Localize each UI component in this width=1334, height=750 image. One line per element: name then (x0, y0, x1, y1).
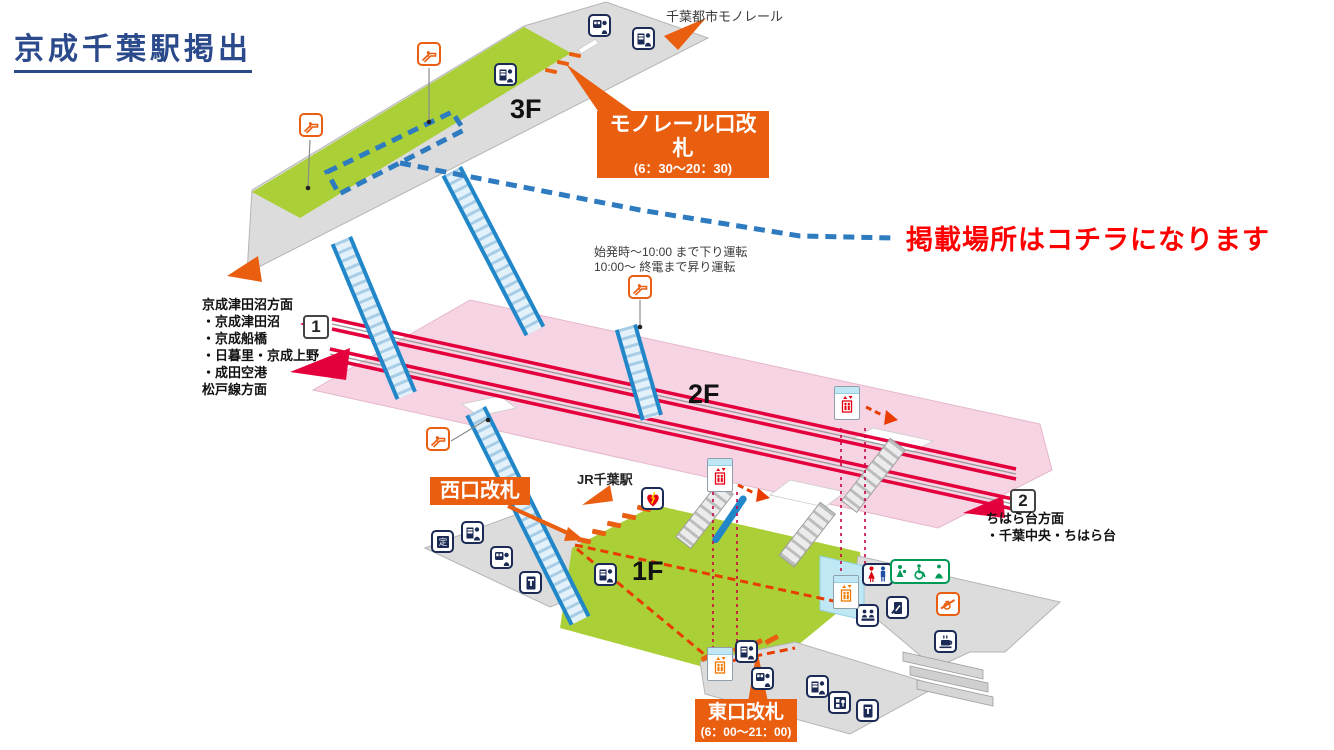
destination-line: 京成津田沼方面 (202, 297, 294, 312)
f3-slit (577, 38, 599, 55)
wheelchair-access-icon (914, 563, 926, 580)
west-gate-label: 西口改札 (430, 477, 530, 505)
monorail-gate-name: モノレール口改札 (609, 113, 757, 160)
restroom-icon (862, 563, 893, 586)
east-gate-label: 東口改札 (6：00～21：00) (695, 699, 797, 742)
coffee-shop-icon (934, 630, 957, 653)
certificate-machine-icon (519, 571, 542, 594)
information-counter-icon (856, 604, 879, 627)
elevator-cap (708, 459, 732, 466)
icon-connectors (307, 68, 641, 442)
elevator-icon (707, 458, 733, 492)
jr-chiba-label: JR千葉駅 (577, 472, 633, 487)
elevator-cap (835, 387, 859, 394)
monorail-gate-label: モノレール口改札 (6：30～20：30) (597, 111, 769, 178)
east-gate-name: 東口改札 (707, 702, 784, 723)
ticket-machine-icon (461, 521, 484, 544)
west-gate-pointer-head (564, 527, 584, 541)
service-machine-icon (886, 596, 909, 619)
west-gate-pointer-line (507, 504, 573, 537)
elevator-shaft-lines (712, 428, 866, 658)
east-gate-hours: (6：00～21：00) (700, 725, 792, 739)
svg-text:定: 定 (438, 537, 447, 547)
ticket-machine-icon (632, 27, 655, 50)
poster-location-note: 掲載場所はコチラになります (906, 225, 1270, 255)
elevator-cap (708, 648, 732, 655)
floor-label-2f: 2F (688, 379, 720, 409)
escalator-note-line: 10:00～ 終電まで昇り運転 (594, 260, 736, 274)
floor-label-1f: 1F (632, 556, 664, 586)
poster-location-route (323, 108, 894, 241)
accessible-facilities-box (890, 559, 950, 584)
platform-1-badge: 1 (303, 315, 329, 339)
escalator-icon (426, 427, 450, 451)
track2-destinations: ちはら台方面 ・千葉中央・ちはら台 (986, 510, 1116, 544)
escalator-icon (417, 42, 441, 66)
destination-line: ・京成津田沼 (202, 314, 281, 329)
ticket-machine-icon (806, 675, 829, 698)
ticket-machine-icon (735, 640, 758, 663)
poster-location-leader (399, 160, 894, 241)
ticket-window-icon (490, 546, 513, 569)
escalator-icon (299, 113, 323, 137)
destination-line: ・千葉中央・ちはら台 (986, 528, 1117, 543)
track1-destinations: 京成津田沼方面 ・京成津田沼 ・京成船橋 ・日暮里・京成上野 ・成田空港 松戸線… (202, 296, 319, 398)
page-title: 京成千葉駅掲出 (14, 24, 252, 73)
poster-location-box (323, 108, 468, 198)
commuter-pass-machine-icon: 定 (431, 530, 454, 553)
ticket-window-icon (751, 667, 774, 690)
ostomate-icon (934, 564, 943, 578)
elevator-icon (833, 575, 859, 609)
aed-icon (641, 487, 664, 510)
destination-line: ちはら台方面 (986, 511, 1065, 526)
monorail-ticket-gates (544, 51, 582, 75)
baby-care-icon (896, 564, 907, 577)
escalator-note-line: 始発時～10:00 まで下り運転 (594, 245, 748, 259)
certificate-machine-icon (856, 699, 879, 722)
jr-direction-arrow (582, 485, 613, 505)
icon-connector-dots (305, 119, 643, 423)
monorail-direction-arrow (664, 18, 706, 50)
elevator-icon (707, 647, 733, 681)
monorail-gate-pointer (566, 64, 636, 114)
floor-label-3f: 3F (510, 94, 542, 124)
destination-line: ・日暮里・京成上野 (202, 348, 320, 363)
f3-left-arrow (227, 256, 262, 282)
ticket-machine-icon (494, 63, 517, 86)
track-2-lines (329, 347, 1014, 511)
street-stairs (902, 651, 994, 707)
f3-gray-slab (246, 1, 710, 274)
west-gate-name: 西口改札 (440, 480, 520, 502)
elevator-cap (834, 576, 858, 583)
destination-line: ・京成船橋 (202, 331, 268, 346)
track2-left-arrowhead (290, 348, 350, 380)
monorail-company-label: 千葉都市モノレール (666, 9, 784, 24)
track-right-arrowhead (963, 496, 1005, 518)
monorail-gate-hours: (6：30～20：30) (633, 161, 733, 176)
escalator-icon (628, 275, 652, 299)
platform-2-badge: 2 (1010, 489, 1036, 513)
coin-locker-icon (828, 691, 851, 714)
escalator-operation-note: 始発時～10:00 まで下り運転 10:00～ 終電まで昇り運転 (594, 245, 747, 275)
wheelchair-escalator-icon (936, 592, 960, 616)
destination-line: ・成田空港 (202, 365, 268, 380)
elevator-icon (834, 386, 860, 420)
destination-line: 松戸線方面 (202, 382, 268, 397)
ticket-window-icon (588, 14, 611, 37)
ticket-machine-icon (594, 563, 617, 586)
